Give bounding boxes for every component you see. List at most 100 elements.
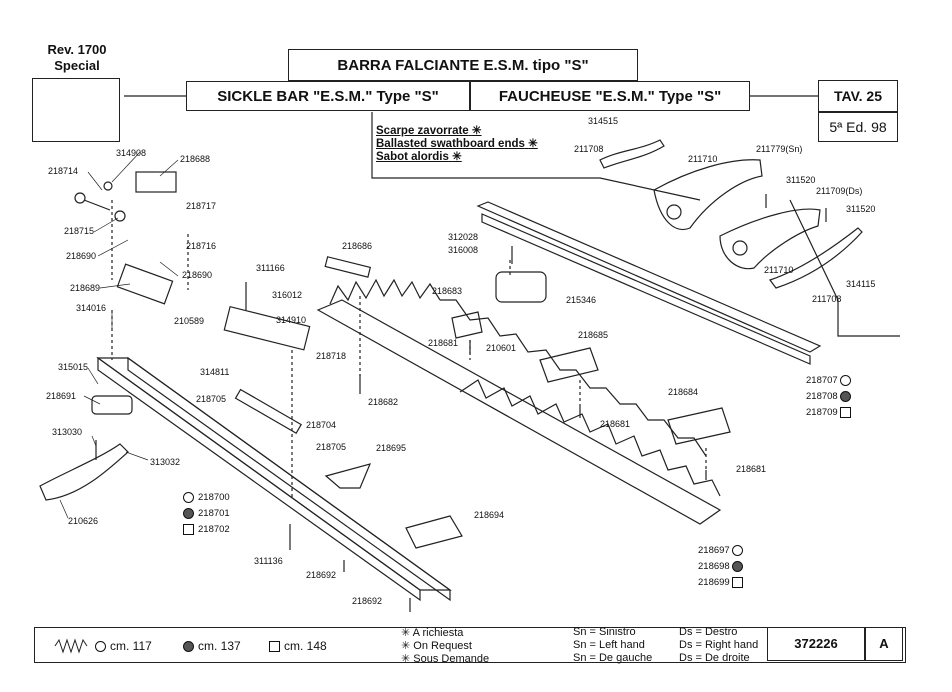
- spring-icon: [54, 638, 88, 654]
- part-label: 311166: [256, 263, 285, 273]
- star-icon: ✳: [471, 125, 482, 137]
- part-label: 218684: [668, 387, 699, 397]
- part-label: 210601: [486, 343, 517, 353]
- square-icon: [183, 524, 194, 535]
- open-circle-icon: [840, 375, 852, 386]
- on-request-fr: ✳ Sous Demande: [401, 652, 489, 665]
- on-request-text: On Request: [413, 640, 472, 652]
- knife-section: [316, 278, 722, 525]
- part-label: 314811: [200, 367, 230, 377]
- length-option-label: cm. 148: [284, 639, 327, 653]
- legend-line-it: Scarpe zavorrate ✳: [376, 123, 482, 137]
- part-label: 312028: [448, 232, 479, 242]
- open-circle-icon: [732, 545, 744, 556]
- part-label: 218692: [306, 570, 337, 580]
- part-label: 316008: [448, 245, 479, 255]
- part-label: 218709: [806, 407, 838, 419]
- part-label: 315015: [58, 362, 89, 372]
- part-label: 218695: [376, 443, 407, 453]
- shoe-left: [39, 443, 129, 501]
- part-label: 218697: [698, 545, 730, 557]
- part-label: 211779(Sn): [756, 144, 803, 154]
- swathboard-shoe-top: [599, 139, 665, 169]
- part-label: 218681: [600, 419, 631, 429]
- revision-label: Rev. 1700 Special: [30, 42, 124, 74]
- legend-text-en: Ballasted swathboard ends: [376, 138, 525, 150]
- star-icon: ✳: [401, 653, 411, 665]
- part-label: 218707: [806, 375, 838, 387]
- machine-thumbnail-frame: [32, 78, 120, 142]
- part-label: 210626: [68, 516, 99, 526]
- revision-number: Rev. 1700: [47, 42, 107, 57]
- part-label: 218690: [182, 270, 213, 280]
- sn-it: Sn = Sinistro: [573, 626, 636, 638]
- part-label: 314016: [76, 303, 107, 313]
- document-code: 372226: [767, 626, 865, 661]
- square-icon: [269, 641, 280, 653]
- part-label: 218705: [316, 442, 347, 452]
- edition-label: 5ª Ed. 98: [818, 112, 898, 142]
- option-218702: 218702: [183, 524, 230, 535]
- title-french: FAUCHEUSE "E.S.M." Type "S": [470, 81, 750, 111]
- part-label: 218699: [698, 577, 730, 589]
- part-label: 218690: [66, 251, 97, 261]
- part-label: 218682: [368, 397, 399, 407]
- option-218699: 218699: [698, 577, 747, 588]
- length-option-137: cm. 137: [183, 639, 241, 653]
- option-218709: 218709: [806, 407, 855, 418]
- part-label: 218705: [196, 394, 227, 404]
- part-label: 218701: [198, 508, 230, 520]
- part-label: 218717: [186, 201, 217, 211]
- part-label: 218718: [316, 351, 347, 361]
- part-label: 211708: [812, 294, 842, 304]
- legend-text-it: Scarpe zavorrate: [376, 125, 469, 137]
- option-218701: 218701: [183, 508, 230, 519]
- part-label: 218708: [806, 391, 838, 403]
- on-request-en: ✳ On Request: [401, 639, 472, 652]
- open-circle-icon: [95, 641, 106, 653]
- part-label: 313032: [150, 457, 181, 467]
- part-label: 218714: [48, 166, 79, 176]
- part-label: 210589: [174, 316, 205, 326]
- on-request-text: Sous Demande: [413, 653, 490, 665]
- part-label: 218702: [198, 524, 230, 536]
- star-icon: ✳: [528, 138, 538, 150]
- legend-line-fr: Sabot alordis ✳: [376, 149, 462, 163]
- part-label: 211708: [574, 144, 604, 154]
- block-218688: [135, 171, 177, 193]
- ds-fr: Ds = De droite: [679, 652, 750, 664]
- open-circle-icon: [183, 492, 194, 503]
- part-label: 218681: [428, 338, 459, 348]
- option-218700: 218700: [183, 492, 230, 503]
- part-label: 313030: [52, 427, 83, 437]
- part-label: 218686: [342, 241, 373, 251]
- filled-circle-icon: [732, 561, 744, 572]
- legend-line-en: Ballasted swathboard ends ✳: [376, 136, 538, 150]
- ds-it: Ds = Destro: [679, 626, 738, 638]
- part-label: 316012: [272, 290, 303, 300]
- option-218698: 218698: [698, 561, 747, 572]
- star-icon: ✳: [452, 151, 462, 163]
- part-label: 314515: [588, 116, 619, 126]
- part-label: 211710: [764, 265, 794, 275]
- part-label: 218715: [64, 226, 95, 236]
- option-218707: 218707: [806, 375, 855, 386]
- part-label: 218692: [352, 596, 383, 606]
- filled-circle-icon: [840, 391, 852, 402]
- length-option-label: cm. 117: [110, 639, 152, 653]
- legend-text-fr: Sabot alordis: [376, 151, 449, 163]
- plate-number: TAV. 25: [818, 80, 898, 112]
- part-label: 311520: [786, 175, 816, 185]
- square-icon: [840, 407, 852, 418]
- part-label: 218716: [186, 241, 217, 251]
- part-label: 211710: [688, 154, 718, 164]
- length-option-148: cm. 148: [269, 639, 327, 653]
- part-label: 218691: [46, 391, 77, 401]
- sn-fr: Sn = De gauche: [573, 652, 653, 664]
- option-218697: 218697: [698, 545, 747, 556]
- part-label: 218681: [736, 464, 767, 474]
- part-label: 218700: [198, 492, 230, 504]
- part-label: 218683: [432, 286, 463, 296]
- star-icon: ✳: [401, 640, 411, 652]
- part-label: 218694: [474, 510, 505, 520]
